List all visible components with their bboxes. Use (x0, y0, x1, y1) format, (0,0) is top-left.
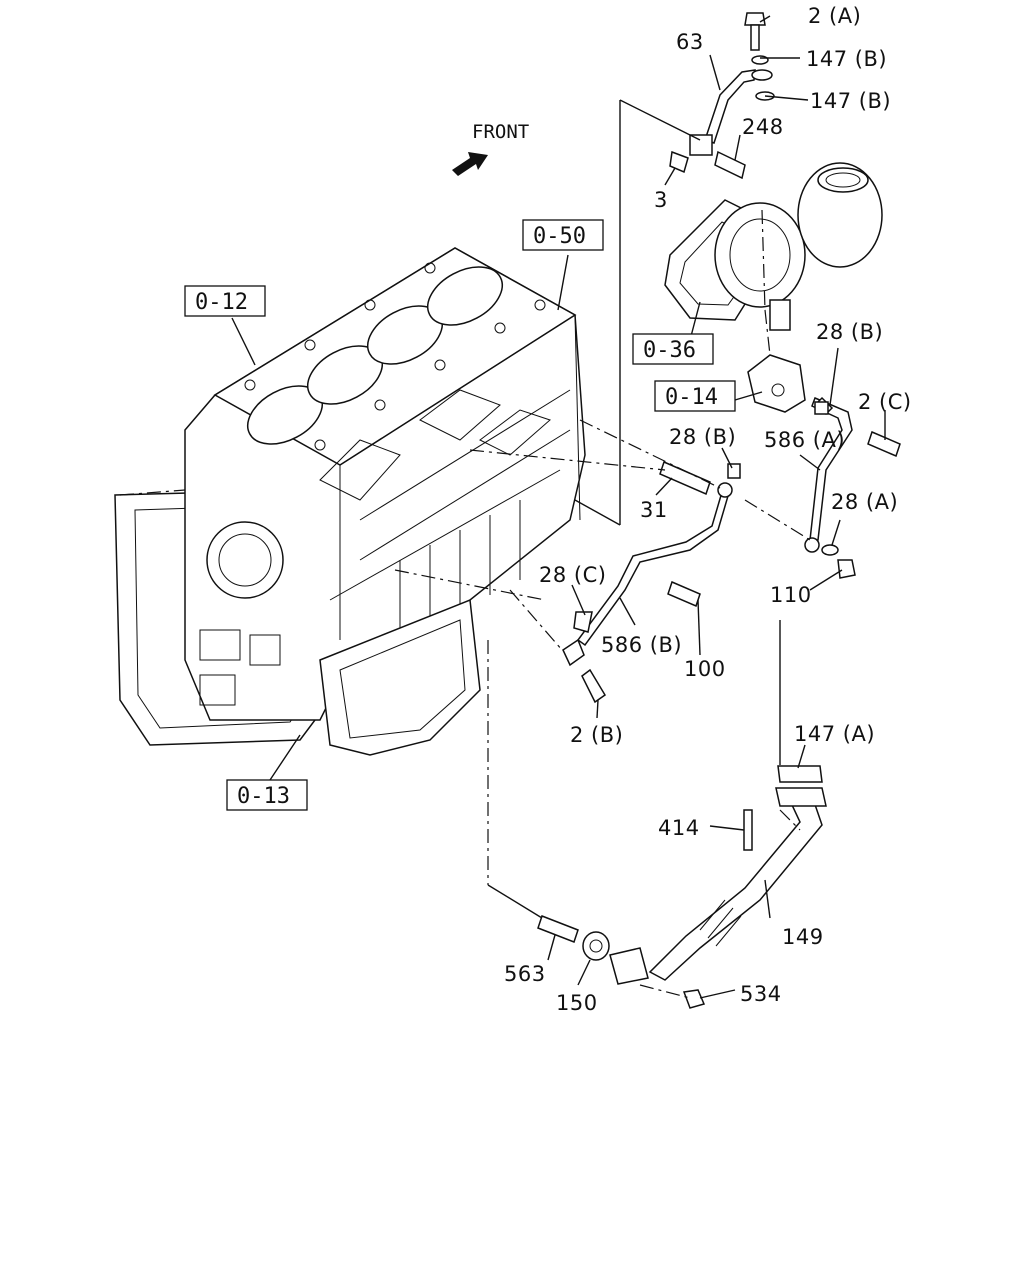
ref-box-0-36[interactable]: 0-36 (632, 333, 714, 365)
fitting-586b-bottom (562, 638, 585, 667)
clip-28b-lower (727, 463, 741, 479)
clip-28c (573, 611, 593, 633)
callout-110: 110 (770, 583, 812, 607)
callout-63: 63 (676, 30, 704, 54)
callout-586a: 586 (A) (764, 428, 845, 452)
stud-563 (537, 915, 579, 943)
callout-534: 534 (740, 982, 782, 1006)
plug-110 (837, 559, 856, 579)
washer-147b-mid (751, 69, 773, 81)
bolt-2c (867, 430, 901, 458)
oil-pipe-586b (576, 490, 729, 647)
callout-3: 3 (654, 188, 668, 212)
callout-2c: 2 (C) (858, 390, 912, 414)
fitting-586b-top (717, 482, 733, 498)
clip-3 (669, 150, 689, 174)
stud-31 (659, 460, 711, 496)
engine-block (114, 247, 586, 756)
callout-28b-lower: 28 (B) (669, 425, 736, 449)
callout-28b-upper: 28 (B) (816, 320, 883, 344)
pipe-fitting (689, 134, 713, 156)
callout-31: 31 (640, 498, 668, 522)
tube-flange-bottom (609, 947, 649, 985)
ref-box-label: 0-50 (533, 224, 586, 249)
front-label: FRONT (472, 121, 529, 143)
ref-box-label: 0-12 (195, 290, 248, 315)
callout-28a: 28 (A) (831, 490, 898, 514)
callout-563: 563 (504, 962, 546, 986)
hose-corrugation (699, 899, 742, 947)
oil-return-tube-149 (648, 789, 823, 981)
callout-248: 248 (742, 115, 784, 139)
ref-box-0-13[interactable]: 0-13 (226, 779, 308, 811)
washer-147b-upper (751, 55, 769, 65)
gasket-147a (777, 765, 823, 783)
tube-flange-top (775, 787, 827, 807)
banjo-bolt-2a (744, 12, 766, 51)
callout-2a: 2 (A) (808, 4, 861, 28)
bolt-2b (581, 668, 607, 704)
turbo-actuator (747, 354, 806, 413)
clip-28b-upper (814, 401, 829, 415)
bolt-248 (714, 150, 746, 180)
ref-box-label: 0-14 (665, 385, 718, 410)
ref-box-0-12[interactable]: 0-12 (184, 285, 266, 317)
nut-534 (682, 989, 706, 1009)
front-arrow: FRONT (452, 121, 529, 176)
ref-box-label: 0-36 (643, 338, 696, 363)
callout-586b: 586 (B) (601, 633, 682, 657)
callout-147a: 147 (A) (794, 722, 875, 746)
bolt-100 (667, 580, 701, 608)
turbocharger (664, 162, 883, 331)
callout-150: 150 (556, 991, 598, 1015)
ref-box-label: 0-13 (237, 784, 290, 809)
fitting-586a-bottom (804, 537, 820, 553)
oil-pipe-586a (809, 397, 853, 541)
ref-box-0-50[interactable]: 0-50 (522, 219, 604, 251)
callout-414: 414 (658, 816, 700, 840)
callouts: 2 (A) 63 147 (B) 147 (B) 248 3 28 (B) 2 … (504, 4, 912, 1015)
callout-100: 100 (684, 657, 726, 681)
washer-28a (821, 544, 839, 556)
callout-147b-lower: 147 (B) (810, 89, 891, 113)
callout-28c: 28 (C) (539, 563, 606, 587)
callout-147b-upper: 147 (B) (806, 47, 887, 71)
leader-lines (119, 15, 886, 999)
oil-feed-pipe-63 (704, 69, 756, 144)
callout-149: 149 (782, 925, 824, 949)
ref-box-0-14[interactable]: 0-14 (654, 380, 736, 412)
callout-2b: 2 (B) (570, 723, 623, 747)
bolt-414 (743, 809, 753, 851)
gasket-150 (582, 931, 610, 961)
